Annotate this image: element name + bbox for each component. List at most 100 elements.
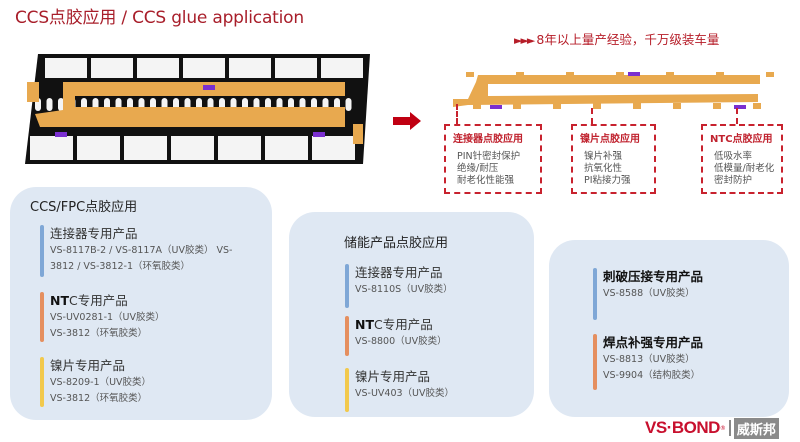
- fpc-tab: [673, 103, 681, 109]
- product-line: VS-8800（UV胶类）: [355, 334, 447, 350]
- battery-cell: [77, 136, 120, 160]
- callout-line: 耐老化性能强: [453, 175, 533, 187]
- card-energy-storage: 储能产品点胶应用 连接器专用产品 VS-8110S（UV胶类） NTC专用产品 …: [289, 212, 534, 417]
- product-group-weld: 焊点补强专用产品 VS-8813（UV胶类） VS-9904（结构胶类）: [593, 334, 703, 390]
- ccs-assembly-drawing: [5, 52, 370, 164]
- fpc-tab: [593, 103, 601, 109]
- group-title: 镍片专用产品: [50, 357, 151, 375]
- logo-en: VS·BOND: [645, 418, 720, 438]
- battery-cell: [137, 58, 179, 78]
- product-line: VS-8813（UV胶类）: [603, 352, 703, 368]
- callout-line: PIN针密封保护: [453, 151, 533, 163]
- cell-slot: [47, 98, 53, 111]
- registered-mark: ®: [720, 425, 726, 432]
- page-title: CCS点胶应用 / CCS glue application: [15, 3, 304, 28]
- accent-bar: [593, 334, 597, 390]
- triple-triangle-arrow-icon: ►►►: [514, 34, 533, 47]
- callout-line: 密封防护: [710, 175, 774, 187]
- battery-cell: [30, 136, 73, 160]
- group-title: 焊点补强专用产品: [603, 334, 703, 352]
- accent-bar: [40, 292, 44, 342]
- callout-nickel: 镍片点胶应用 镍片补强 抗氧化性 PI粘接力强: [571, 124, 656, 194]
- product-line: VS-8209-1（UV胶类）: [50, 375, 151, 391]
- battery-cell: [312, 136, 355, 160]
- fpc-tab: [713, 103, 721, 109]
- fpc-tab: [553, 103, 561, 109]
- group-title: 镍片专用产品: [355, 368, 454, 386]
- product-line: VS-3812（环氧胶类）: [50, 326, 165, 342]
- ntc-sensor-icon: [313, 132, 325, 137]
- callout-title: 连接器点胶应用: [453, 130, 533, 145]
- battery-cell: [218, 136, 261, 160]
- callout-leader: [736, 108, 738, 124]
- fpc-tab: [633, 103, 641, 109]
- battery-cell: [124, 136, 167, 160]
- callout-connector: 连接器点胶应用 PIN针密封保护 绝缘/耐压 耐老化性能强: [444, 124, 542, 194]
- accent-bar: [345, 264, 349, 308]
- product-line: 3812 / VS-3812-1（环氧胶类）: [50, 259, 232, 275]
- fpc-tab: [666, 72, 674, 77]
- product-line: VS-UV0281-1（UV胶类）: [50, 310, 165, 326]
- accent-bar: [40, 225, 44, 277]
- fpc-tab: [753, 103, 761, 109]
- logo-cn: 威斯邦: [734, 418, 779, 439]
- group-title: NTC专用产品: [355, 316, 447, 334]
- product-group-nickel: 镍片专用产品 VS-8209-1（UV胶类） VS-3812（环氧胶类）: [40, 357, 151, 407]
- fpc-tab: [513, 103, 521, 109]
- connector-icon: [27, 82, 39, 102]
- product-group-ntc: NTC专用产品 VS-8800（UV胶类）: [345, 316, 447, 356]
- fpc-tab: [616, 72, 624, 77]
- product-line: VS-3812（环氧胶类）: [50, 391, 151, 407]
- connector-icon: [353, 124, 363, 144]
- group-title: NTC专用产品: [50, 292, 165, 310]
- logo-divider: [729, 420, 731, 436]
- product-line: VS-8588（UV胶类）: [603, 286, 703, 302]
- card-title: CCS/FPC点胶应用: [30, 196, 137, 215]
- accent-bar: [345, 316, 349, 356]
- battery-cell: [275, 58, 317, 78]
- card-title: 储能产品点胶应用: [344, 232, 448, 251]
- tagline: ►►►8年以上量产经验，千万级装车量: [514, 29, 719, 48]
- product-line: VS-8117B-2 / VS-8117A（UV胶类） VS-: [50, 243, 232, 259]
- fpc-tab: [516, 72, 524, 77]
- callout-leader: [456, 104, 458, 124]
- product-group-connector: 连接器专用产品 VS-8117B-2 / VS-8117A（UV胶类） VS- …: [40, 225, 232, 277]
- group-title: 连接器专用产品: [50, 225, 232, 243]
- vs-bond-logo: VS·BOND® 威斯邦: [645, 418, 779, 438]
- product-group-nickel: 镍片专用产品 VS-UV403（UV胶类）: [345, 368, 454, 412]
- ntc-sensor-icon: [203, 85, 215, 90]
- callout-line: 抗氧化性: [580, 163, 647, 175]
- card-ccs-fpc: CCS/FPC点胶应用 连接器专用产品 VS-8117B-2 / VS-8117…: [10, 187, 272, 420]
- battery-cell: [45, 58, 87, 78]
- battery-cell: [171, 136, 214, 160]
- battery-cell: [321, 58, 363, 78]
- product-group-ntc: NTC专用产品 VS-UV0281-1（UV胶类） VS-3812（环氧胶类）: [40, 292, 165, 342]
- ntc-sensor-icon: [55, 132, 67, 137]
- card-special: 刺破压接专用产品 VS-8588（UV胶类） 焊点补强专用产品 VS-8813（…: [549, 240, 789, 417]
- cell-slot: [346, 98, 352, 111]
- callout-title: NTC点胶应用: [710, 130, 774, 145]
- tagline-text: 8年以上量产经验，千万级装车量: [536, 32, 719, 47]
- callout-ntc: NTC点胶应用 低吸水率 低模量/耐老化 密封防护: [701, 124, 783, 194]
- fpc-tab: [466, 72, 474, 77]
- battery-cell: [229, 58, 271, 78]
- product-group-puncture: 刺破压接专用产品 VS-8588（UV胶类）: [593, 268, 703, 320]
- product-line: VS-9904（结构胶类）: [603, 368, 703, 384]
- callout-title: 镍片点胶应用: [580, 130, 647, 145]
- fpc-tab: [566, 72, 574, 77]
- product-line: VS-UV403（UV胶类）: [355, 386, 454, 402]
- callout-line: PI粘接力强: [580, 175, 647, 187]
- callout-line: 镍片补强: [580, 151, 647, 163]
- battery-cell: [183, 58, 225, 78]
- ntc-sensor-icon: [628, 72, 640, 76]
- fpc-tab: [716, 72, 724, 77]
- accent-bar: [345, 368, 349, 412]
- group-title: 刺破压接专用产品: [603, 268, 703, 286]
- callout-line: 绝缘/耐压: [453, 163, 533, 175]
- battery-cell: [91, 58, 133, 78]
- product-group-connector: 连接器专用产品 VS-8110S（UV胶类）: [345, 264, 453, 308]
- battery-cell: [265, 136, 308, 160]
- fpc-tab: [766, 72, 774, 77]
- group-title: 连接器专用产品: [355, 264, 453, 282]
- accent-bar: [40, 357, 44, 407]
